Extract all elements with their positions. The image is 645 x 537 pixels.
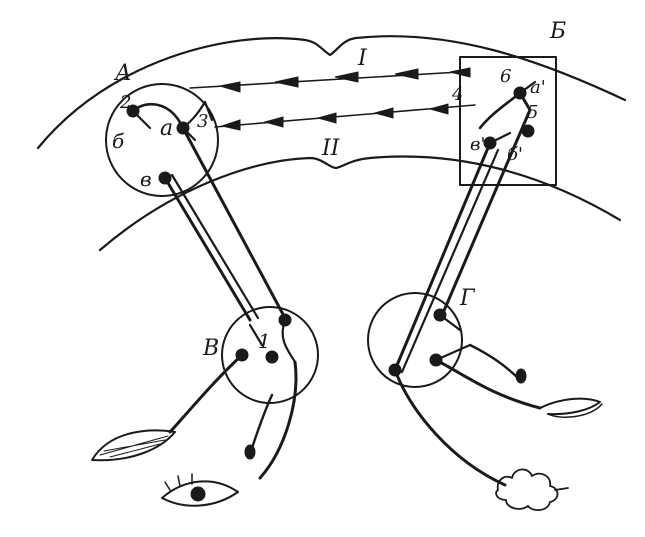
label-v: в [140,167,152,191]
fiber-to-muscle [168,353,244,434]
zone-label-v: В [202,336,219,361]
label-n1: 1 [258,329,271,353]
center-v-circle [221,306,319,404]
fiber-a-to-b1 [163,176,252,322]
zone-label-a: А [113,61,132,86]
fiber-b-to-g1 [393,141,492,372]
label-n5: 5 [527,102,538,123]
zone-label-g: Г [459,286,476,311]
pathway-label-lower: II [321,136,341,161]
fiber-b-to-g3 [400,148,500,374]
fiber-a-to-b2 [181,126,287,320]
label-n3: 3 [197,111,208,132]
cortex-outer-boundary [36,35,627,150]
center-b-box [459,56,557,186]
label-n4: 4 [451,84,463,105]
pathway-label-upper: I [357,46,368,71]
label-n6: 6 [500,66,511,87]
fiber-b-to-g2 [438,91,532,322]
fiber-receptor-right [468,343,522,382]
fiber-receptor-left [250,393,274,450]
center-g-circle [367,292,463,388]
gland-icon [495,468,569,511]
muscle-icon [91,429,176,462]
pathway-lower-chain [214,103,476,131]
fiber-to-eye [258,360,298,480]
receptor-right-icon [515,368,527,384]
label-a: а [160,116,173,141]
label-n2: 2 [119,92,131,113]
label-b: б [112,129,125,153]
zone-label-b: Б [549,19,566,44]
skin-icon [539,397,603,418]
label-b1: б' [507,144,523,165]
cortex-inner-boundary [98,155,622,252]
receptor-icon [244,444,256,460]
label-v1: в' [470,134,485,155]
label-a1: а' [530,77,546,98]
pathway-upper-chain [189,67,471,93]
fiber-a-to-b3 [170,173,260,320]
fiber-to-gland [393,368,507,487]
eye-icon [161,473,239,507]
center-a-circle [105,83,219,197]
fiber-to-skin [434,358,542,410]
